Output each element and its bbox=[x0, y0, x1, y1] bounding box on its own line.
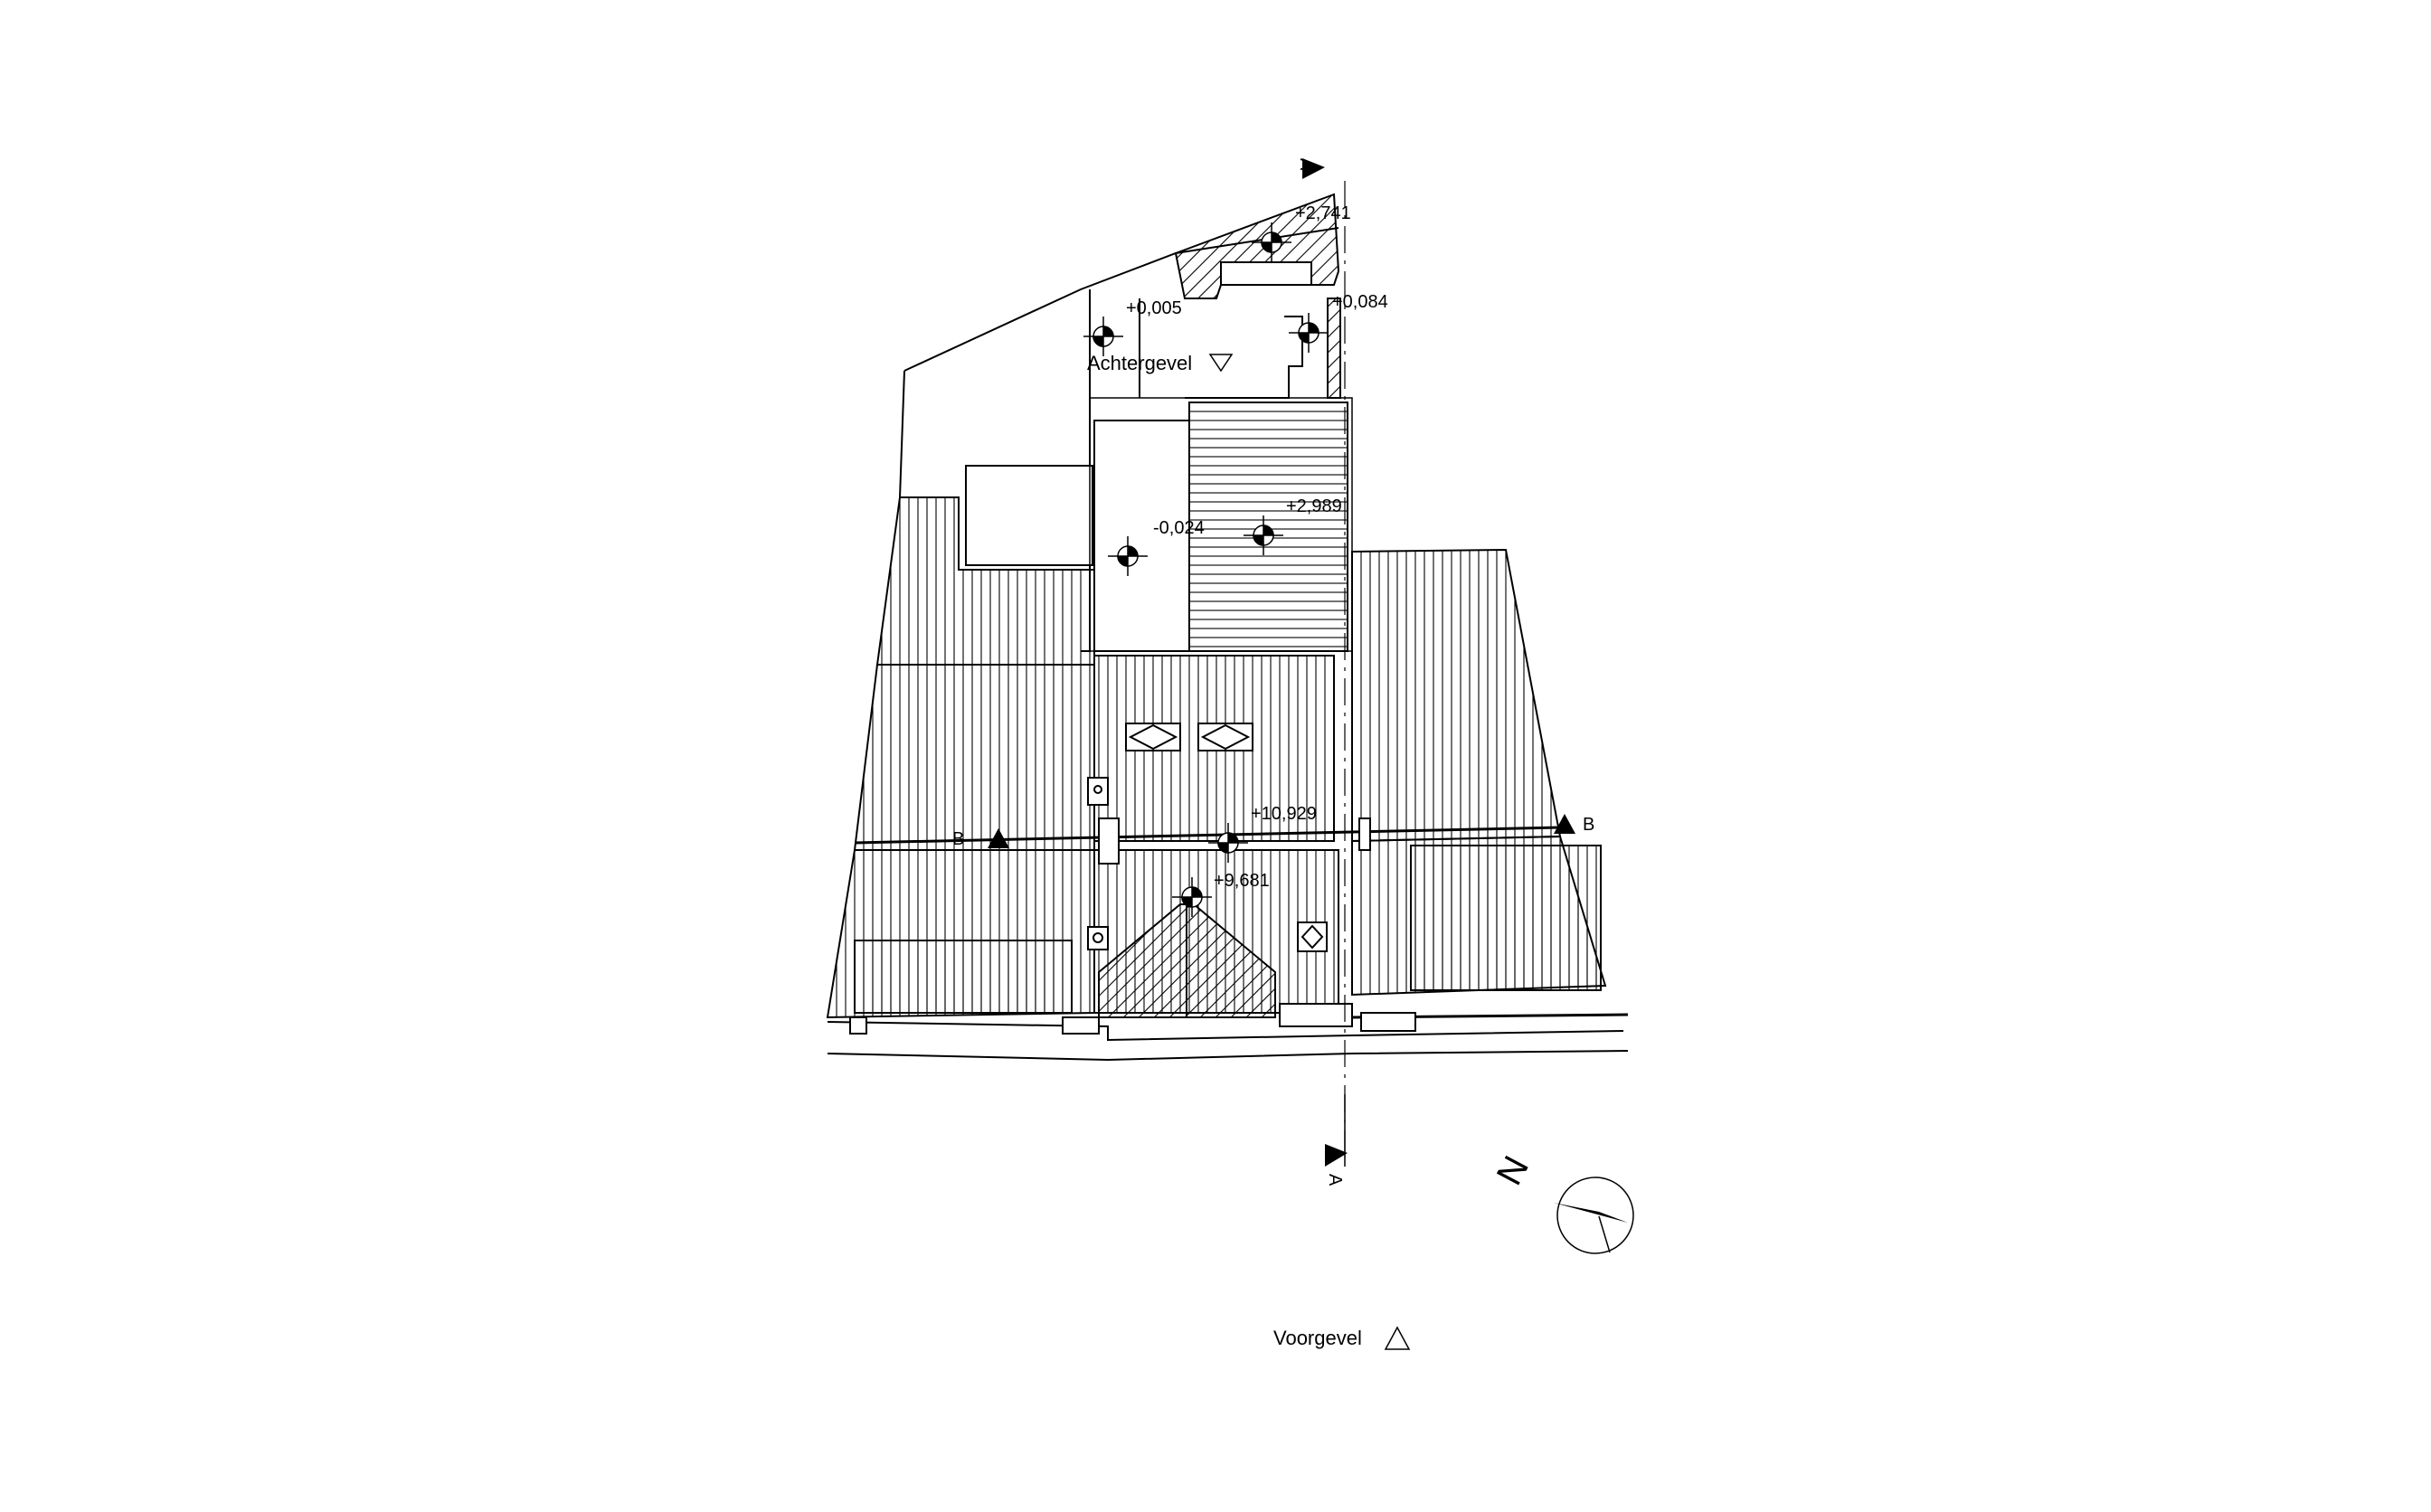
front-base-line bbox=[827, 1021, 1624, 1042]
svg-text:Voorgevel: Voorgevel bbox=[1273, 1327, 1362, 1349]
north-arrow: N bbox=[1490, 1149, 1634, 1254]
rear-wall-strip bbox=[1327, 298, 1341, 399]
skylight-3 bbox=[1297, 921, 1328, 952]
section-marker-a-top: A bbox=[1296, 158, 1325, 179]
level-label-2: +0,005 bbox=[1126, 298, 1182, 318]
ridge-line bbox=[854, 826, 1561, 845]
svg-text:A: A bbox=[1296, 158, 1316, 171]
chimney-3-flue bbox=[1093, 932, 1103, 943]
flat-roof-frame bbox=[1089, 397, 1353, 652]
front-bay bbox=[1279, 1003, 1353, 1027]
chimney-3 bbox=[1087, 926, 1109, 950]
chimney-2 bbox=[1098, 817, 1120, 865]
roof-left-lower bbox=[853, 664, 1095, 851]
level-marker-5 bbox=[1244, 515, 1283, 555]
level-marker-6 bbox=[1208, 823, 1248, 863]
level-label-4: -0,024 bbox=[1153, 518, 1205, 538]
rear-terrace-step bbox=[1220, 261, 1312, 286]
svg-text:A: A bbox=[1325, 1174, 1345, 1186]
roof-light-box bbox=[965, 465, 1093, 566]
level-labels: +2,741 +0,005 +0,084 -0,024 +2,989 +10,9… bbox=[1126, 203, 1388, 891]
rear-elevation-label: Achtergevel bbox=[1087, 352, 1234, 374]
svg-text:B: B bbox=[1583, 815, 1594, 835]
north-arrow-needle bbox=[1554, 1203, 1628, 1223]
front-bay-3 bbox=[849, 1016, 867, 1035]
level-markers bbox=[1083, 222, 1329, 917]
section-marker-a-bottom: A bbox=[1325, 1094, 1348, 1186]
flat-roof-left bbox=[1093, 420, 1190, 652]
front-bay-4 bbox=[1360, 1012, 1416, 1032]
roof-right-upper bbox=[1351, 548, 1562, 843]
level-label-5: +2,989 bbox=[1286, 496, 1342, 516]
front-curb bbox=[827, 1050, 1629, 1062]
north-label: N bbox=[1490, 1149, 1537, 1191]
chimney-1-flue bbox=[1093, 785, 1102, 794]
skylight-1 bbox=[1125, 723, 1181, 751]
level-marker-1 bbox=[1252, 222, 1291, 262]
chimney-1 bbox=[1087, 777, 1109, 806]
svg-text:Achtergevel: Achtergevel bbox=[1087, 352, 1192, 374]
front-elevation-label: Voorgevel bbox=[1273, 1326, 1411, 1350]
front-left-extension bbox=[854, 940, 1073, 1014]
level-label-6: +10,929 bbox=[1251, 804, 1317, 824]
skylight-2 bbox=[1197, 723, 1253, 751]
svg-text:B: B bbox=[952, 829, 964, 849]
section-marker-b-left: B bbox=[952, 828, 1009, 849]
level-marker-2 bbox=[1083, 317, 1123, 356]
level-marker-4 bbox=[1108, 536, 1148, 576]
level-marker-7 bbox=[1172, 877, 1212, 917]
front-right-extension bbox=[1410, 845, 1602, 991]
site-boundary-left bbox=[899, 370, 905, 498]
level-label-3: +0,084 bbox=[1332, 292, 1388, 312]
front-bay-2 bbox=[1062, 1016, 1100, 1035]
level-label-1: +2,741 bbox=[1295, 203, 1351, 223]
chimney-4 bbox=[1358, 817, 1371, 851]
courtyard-inner-wall bbox=[1185, 316, 1303, 399]
level-label-7: +9,681 bbox=[1214, 871, 1270, 891]
section-marker-b-right: B bbox=[1554, 814, 1594, 835]
plan-outlines bbox=[826, 181, 1629, 1158]
level-marker-3 bbox=[1289, 313, 1329, 353]
